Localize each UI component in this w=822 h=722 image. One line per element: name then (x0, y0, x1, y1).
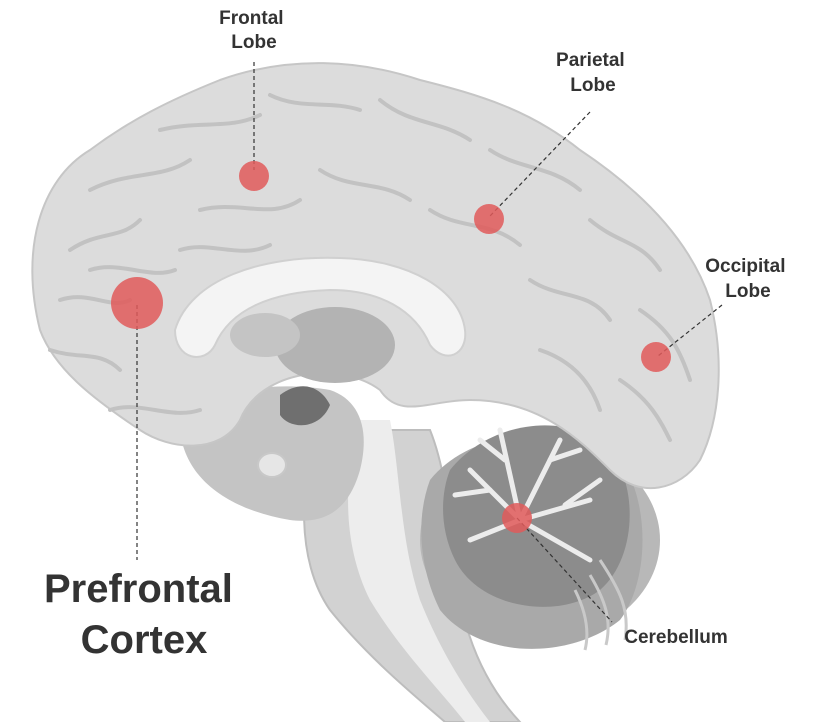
cerebellum-marker (502, 503, 532, 533)
frontal-lobe-label-line2: Lobe (231, 32, 276, 53)
frontal-lobe-marker (239, 161, 269, 191)
parietal-lobe-label: Parietal Lobe (556, 50, 630, 96)
frontal-lobe-label-line1: Frontal (219, 8, 283, 29)
prefrontal-cortex-label-line1: Prefrontal (44, 567, 233, 611)
occipital-lobe-label-line1: Occipital (705, 256, 785, 277)
prefrontal-cortex-marker (111, 277, 163, 329)
occipital-lobe-marker (641, 342, 671, 372)
parietal-lobe-marker (474, 204, 504, 234)
occipital-lobe-label-line2: Lobe (725, 281, 770, 302)
cerebellum-label: Cerebellum (624, 627, 727, 648)
occipital-lobe-label: Occipital Lobe (705, 256, 791, 302)
prefrontal-cortex-label: Prefrontal Cortex (44, 567, 244, 662)
parietal-lobe-label-line2: Lobe (570, 75, 615, 96)
parietal-lobe-label-line1: Parietal (556, 50, 625, 71)
frontal-lobe-label: Frontal Lobe (219, 8, 289, 53)
inner-structure (230, 313, 300, 357)
prefrontal-cortex-label-line2: Cortex (81, 618, 208, 662)
pituitary (258, 453, 286, 477)
